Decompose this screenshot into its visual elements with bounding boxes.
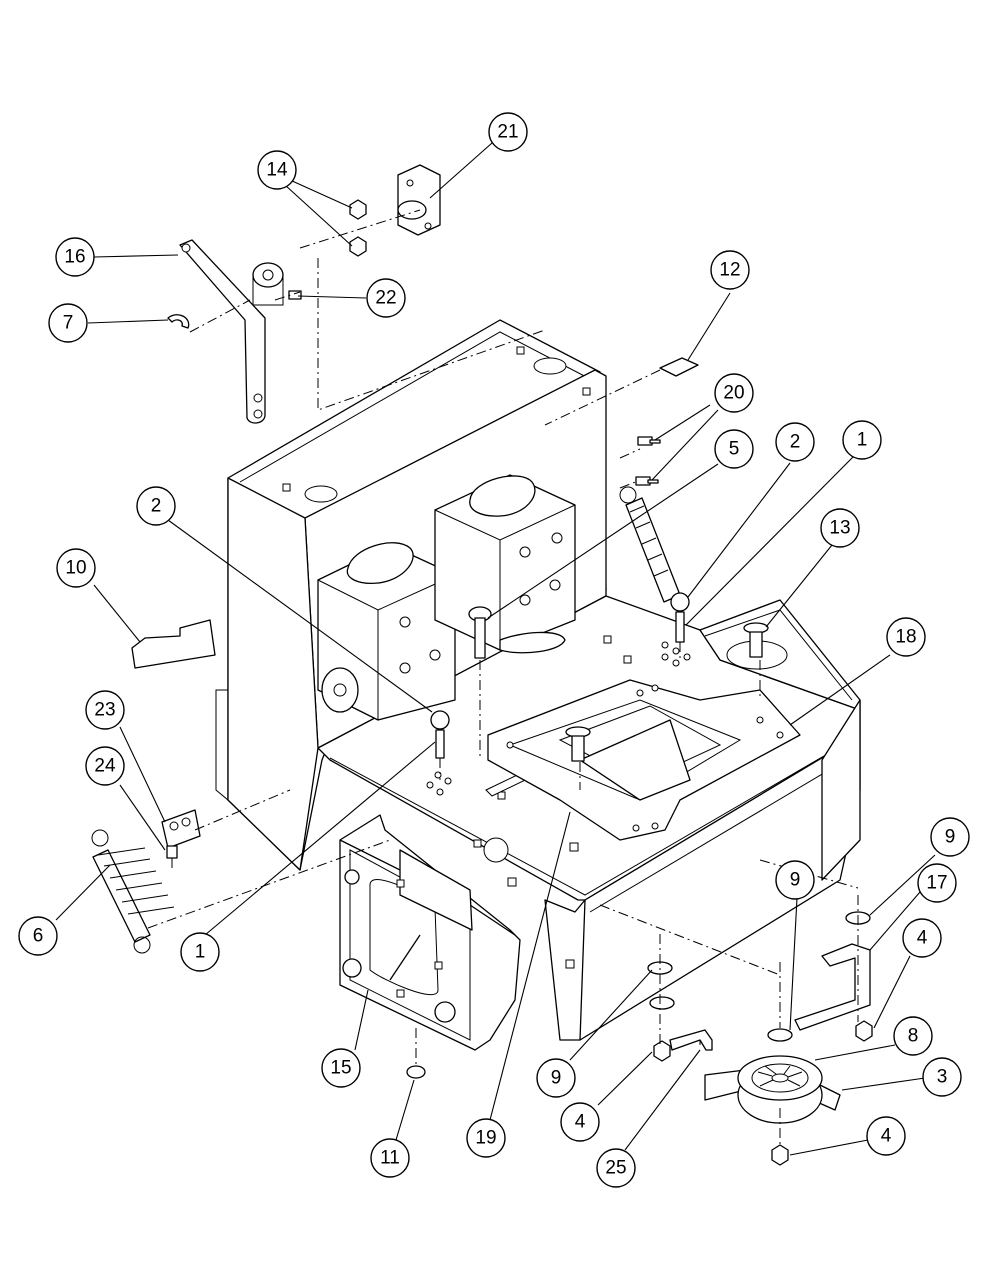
callout-9-mid: 9 bbox=[775, 860, 815, 900]
svg-text:15: 15 bbox=[330, 1058, 351, 1079]
svg-text:7: 7 bbox=[63, 313, 74, 334]
collar bbox=[252, 262, 284, 306]
part-16-arm bbox=[179, 239, 266, 424]
part-23-bracket bbox=[161, 809, 201, 849]
part-14-nut-top bbox=[349, 199, 367, 220]
part-14-nut-bottom bbox=[349, 236, 367, 257]
callout-24: 24 bbox=[85, 746, 125, 786]
callout-17: 17 bbox=[917, 863, 957, 903]
callout-22: 22 bbox=[366, 278, 406, 318]
part-6-spring bbox=[91, 829, 175, 954]
callout-2-left: 2 bbox=[136, 486, 176, 526]
callout-9-right: 9 bbox=[930, 817, 970, 857]
callout-21: 21 bbox=[488, 112, 528, 152]
part-13-bolt bbox=[743, 622, 769, 658]
callout-15: 15 bbox=[321, 1048, 361, 1088]
svg-text:24: 24 bbox=[94, 756, 116, 777]
part-8-pulley bbox=[704, 1055, 841, 1124]
part-15-bracket bbox=[339, 814, 521, 1051]
part-18-mount-plate bbox=[487, 679, 801, 841]
part-9-washer-c bbox=[649, 996, 675, 1010]
callout-14: 14 bbox=[257, 150, 297, 190]
svg-text:4: 4 bbox=[881, 1126, 892, 1147]
svg-text:8: 8 bbox=[908, 1026, 919, 1047]
svg-text:9: 9 bbox=[551, 1068, 562, 1089]
callout-3: 3 bbox=[922, 1057, 962, 1097]
part-25-bracket bbox=[669, 1029, 713, 1051]
callout-9-left: 9 bbox=[536, 1058, 576, 1098]
svg-text:5: 5 bbox=[729, 439, 740, 460]
svg-text:17: 17 bbox=[926, 873, 947, 894]
svg-text:11: 11 bbox=[380, 1148, 400, 1169]
part-20-bolts bbox=[635, 436, 661, 486]
part-24-plug bbox=[166, 845, 178, 859]
leader-lines bbox=[55, 142, 936, 1156]
part-4-nut-c bbox=[771, 1144, 789, 1166]
callout-10: 10 bbox=[56, 548, 96, 588]
callout-5: 5 bbox=[714, 429, 754, 469]
callout-19: 19 bbox=[466, 1118, 506, 1158]
part-17-bracket bbox=[794, 943, 871, 1031]
part-4-nut-b bbox=[653, 1040, 671, 1062]
svg-text:2: 2 bbox=[790, 432, 801, 453]
svg-text:4: 4 bbox=[575, 1112, 586, 1133]
spring-right bbox=[619, 486, 681, 603]
assembly-centerlines bbox=[147, 209, 859, 1145]
part-19-bolt bbox=[565, 726, 591, 762]
svg-text:1: 1 bbox=[195, 942, 206, 963]
pump-left bbox=[317, 542, 456, 721]
callout-25: 25 bbox=[596, 1148, 636, 1188]
svg-text:21: 21 bbox=[497, 122, 518, 143]
callout-20: 20 bbox=[714, 373, 754, 413]
svg-text:22: 22 bbox=[375, 288, 396, 309]
svg-text:19: 19 bbox=[475, 1128, 496, 1149]
callout-16: 16 bbox=[55, 237, 95, 277]
svg-text:9: 9 bbox=[790, 870, 801, 891]
part-2-eyebolt-right bbox=[670, 592, 690, 643]
svg-text:18: 18 bbox=[895, 627, 916, 648]
svg-text:3: 3 bbox=[937, 1067, 948, 1088]
part-12-decal bbox=[659, 357, 699, 377]
svg-text:4: 4 bbox=[917, 928, 928, 949]
part-5-pin bbox=[468, 606, 492, 659]
svg-text:25: 25 bbox=[605, 1158, 626, 1179]
pump-right bbox=[434, 474, 576, 654]
svg-text:13: 13 bbox=[829, 518, 850, 539]
callout-7: 7 bbox=[48, 303, 88, 343]
chassis-frame bbox=[215, 319, 861, 1041]
svg-text:1: 1 bbox=[857, 430, 868, 451]
svg-text:10: 10 bbox=[65, 558, 86, 579]
callout-23: 23 bbox=[85, 690, 125, 730]
callout-13: 13 bbox=[820, 508, 860, 548]
callout-4-left: 4 bbox=[560, 1102, 600, 1142]
svg-text:9: 9 bbox=[945, 827, 956, 848]
callout-1-right: 1 bbox=[842, 420, 882, 460]
callout-6: 6 bbox=[18, 916, 58, 956]
callout-1-left: 1 bbox=[180, 932, 220, 972]
svg-text:6: 6 bbox=[33, 926, 44, 947]
callout-12: 12 bbox=[710, 250, 750, 290]
callout-2-right: 2 bbox=[775, 422, 815, 462]
part-2-eyebolt-left bbox=[430, 710, 450, 759]
part-7-clip bbox=[167, 314, 190, 329]
part-4-nut-a bbox=[855, 1020, 873, 1042]
callout-4-right: 4 bbox=[902, 918, 942, 958]
svg-text:23: 23 bbox=[94, 700, 115, 721]
svg-text:12: 12 bbox=[719, 260, 740, 281]
svg-text:16: 16 bbox=[64, 247, 85, 268]
callout-4-bottom: 4 bbox=[866, 1116, 906, 1156]
svg-text:14: 14 bbox=[266, 160, 288, 181]
part-10-decal bbox=[131, 619, 216, 669]
svg-text:2: 2 bbox=[151, 496, 162, 517]
callout-18: 18 bbox=[886, 617, 926, 657]
part-21-flange bbox=[397, 164, 441, 236]
part-11-nut bbox=[406, 1065, 426, 1079]
part-9-washer-d bbox=[767, 1028, 793, 1042]
callout-8: 8 bbox=[893, 1016, 933, 1056]
callout-11: 11 bbox=[370, 1138, 410, 1178]
svg-text:20: 20 bbox=[723, 383, 744, 404]
